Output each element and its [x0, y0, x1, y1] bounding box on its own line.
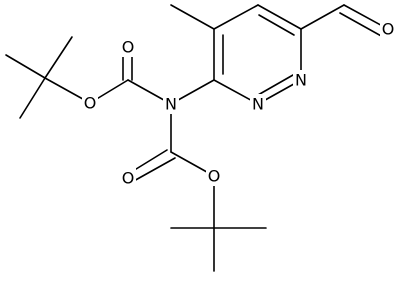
atom-label-o-carbonyl-bottom: O	[122, 169, 135, 188]
bond-ring-to-aldehyde-c	[300, 4, 345, 30]
atom-o-aldehyde: O	[380, 19, 396, 39]
atom-label-n-ring-1: N	[295, 71, 307, 90]
bond-tbu-top-methyl-2	[44, 36, 73, 79]
bond-aldehyde-double-b	[339, 12, 384, 38]
atom-n-amide: N	[163, 94, 179, 114]
atom-n-ring-2: N	[250, 94, 266, 114]
atom-label-n-ring-2: N	[252, 95, 264, 114]
atom-label-o-ester-top: O	[84, 94, 97, 113]
bond-tbu-top-methyl-3	[19, 77, 46, 119]
bond-tbu-top-methyl-1	[5, 54, 46, 79]
atom-labels: O O N N N O O O	[82, 19, 396, 188]
atom-o-carbonyl-top: O	[120, 37, 136, 57]
atom-o-ester-top: O	[82, 93, 98, 113]
atom-o-carbonyl-bottom: O	[120, 168, 136, 188]
bond-ring-c5-c6	[257, 4, 302, 30]
bond-bottom-carbonyl-double-b	[131, 157, 176, 183]
bond-ring-c4-c5	[213, 4, 259, 30]
bond-ring-c5-c6-inner	[258, 14, 295, 36]
atom-label-o-ester-bottom: O	[208, 167, 221, 186]
atom-n-ring-1: N	[293, 70, 309, 90]
atom-o-ester-bottom: O	[206, 166, 222, 186]
bond-lines	[5, 4, 389, 272]
atom-label-o-aldehyde: O	[382, 20, 395, 39]
atom-label-o-carbonyl-top: O	[122, 38, 135, 57]
bond-ring-methyl	[170, 4, 215, 30]
atom-label-n-amide: N	[165, 95, 177, 114]
bond-ring-n1-n2-inner	[257, 74, 294, 96]
